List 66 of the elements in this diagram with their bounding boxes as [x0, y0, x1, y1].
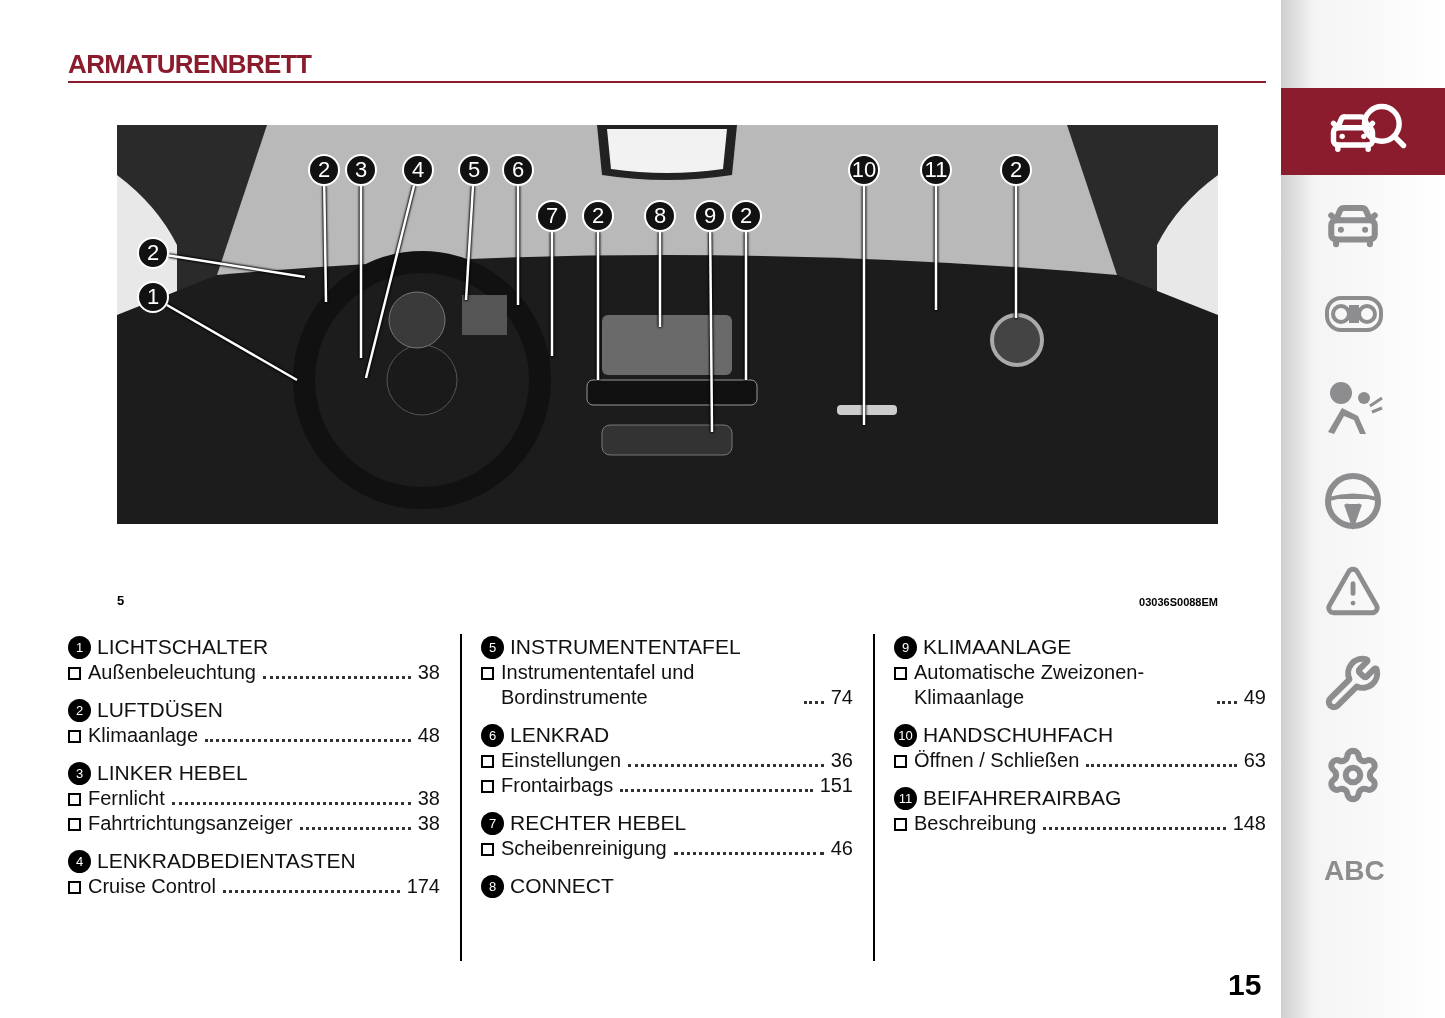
- topic-text: Beschreibung: [914, 811, 1037, 836]
- section-heading: LINKER HEBEL: [97, 760, 248, 786]
- page-number: 63: [1243, 748, 1266, 773]
- number-badge: 11: [894, 786, 917, 810]
- leader-line: [708, 232, 714, 432]
- number-badge: 2: [68, 698, 91, 722]
- topic-text: Fahrtrichtungsanzeiger: [88, 811, 293, 836]
- leader-line: [516, 186, 520, 305]
- page-number: 148: [1232, 811, 1266, 836]
- topic-text: Fernlicht: [88, 786, 165, 811]
- figure-number: 5: [117, 592, 125, 610]
- page-number: 38: [417, 811, 440, 836]
- section-heading: KLIMAANLAGE: [923, 634, 1072, 660]
- leader-line: [550, 232, 554, 356]
- section-heading: HANDSCHUHFACH: [923, 722, 1114, 748]
- section-heading: INSTRUMENTENTAFEL: [510, 634, 741, 660]
- topic-text: Klimaanlage: [88, 723, 199, 748]
- number-badge: 7: [481, 811, 504, 835]
- section-heading: CONNECT: [510, 873, 614, 899]
- section-heading: LENKRAD: [510, 722, 610, 748]
- leader-line: [166, 303, 298, 382]
- index-tab-text: ABC: [1324, 854, 1385, 888]
- page-number: 151: [819, 773, 853, 798]
- leader-line: [359, 186, 363, 358]
- page-number: 38: [417, 786, 440, 811]
- leader-line: [323, 185, 328, 303]
- leader-line: [658, 232, 662, 327]
- number-badge: 8: [481, 874, 504, 898]
- page-number: 174: [406, 874, 440, 899]
- leader-line: [934, 186, 938, 310]
- section-heading: BEIFAHRERAIRBAG: [923, 785, 1122, 811]
- topic-text: Scheibenreinigung: [501, 836, 667, 861]
- number-badge: 9: [894, 635, 917, 659]
- leader-line: [862, 186, 866, 425]
- number-badge: 4: [68, 849, 91, 873]
- section-heading: LUFTDÜSEN: [97, 697, 223, 723]
- leader-line: [364, 185, 416, 379]
- section-heading: LICHTSCHALTER: [97, 634, 269, 660]
- leader-line: [464, 185, 475, 301]
- topic-text: Cruise Control: [88, 874, 216, 899]
- number-badge: 10: [894, 723, 917, 747]
- section-heading: LENKRADBEDIENTASTEN: [97, 848, 356, 874]
- page-title: ARMATURENBRETT: [68, 48, 312, 80]
- number-badge: 1: [68, 635, 91, 659]
- page-number: 15: [1228, 967, 1262, 1003]
- topic-text: Öffnen / Schließen: [914, 748, 1080, 773]
- leader-line: [744, 232, 748, 380]
- topic-text: Frontairbags: [501, 773, 614, 798]
- page-number: 46: [830, 836, 853, 861]
- section-heading: RECHTER HEBEL: [510, 810, 687, 836]
- page-number: 48: [417, 723, 440, 748]
- image-code: 03036S0088EM: [1139, 595, 1218, 610]
- number-badge: 5: [481, 635, 504, 659]
- number-badge: 6: [481, 723, 504, 747]
- topic-text: Instrumententafel und Bordinstrumente: [501, 660, 696, 710]
- topic-text: Einstellungen: [501, 748, 622, 773]
- leader-line: [1014, 186, 1018, 318]
- page-number: 38: [417, 660, 440, 685]
- page-number: 74: [830, 685, 853, 710]
- page-number: 36: [830, 748, 853, 773]
- leader-line: [596, 232, 600, 380]
- page-number: 49: [1243, 685, 1266, 710]
- leader-line: [168, 254, 306, 279]
- topic-text: Außenbeleuchtung: [88, 660, 256, 685]
- topic-text: Automatische Zweizonen-Klimaanlage: [914, 660, 1146, 710]
- number-badge: 3: [68, 761, 91, 785]
